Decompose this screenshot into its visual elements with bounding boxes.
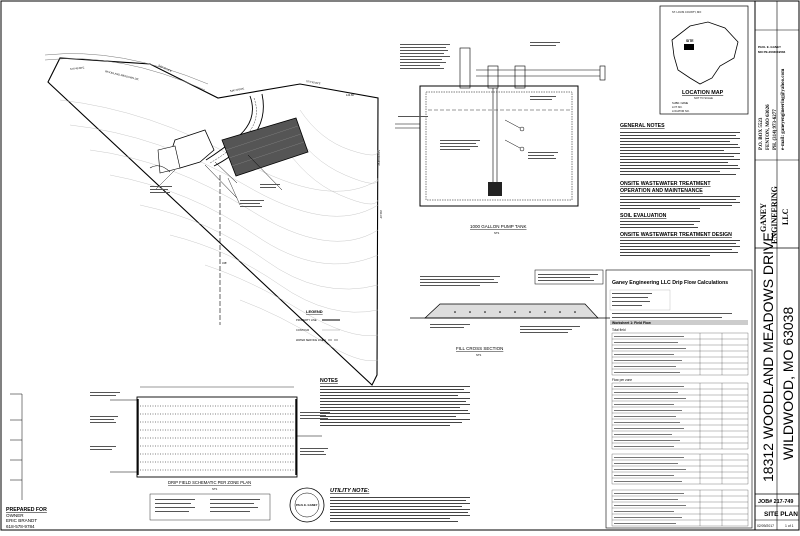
sheet-number: 1 of 1 — [785, 524, 794, 528]
legend-item: CONTOUR — [296, 328, 309, 332]
prepared-for-block: PREPARED FOR OWNER ERIC BRANDT 618-578-9… — [6, 393, 47, 529]
sheet-title: SITE PLAN — [764, 511, 798, 518]
company-name-line2: ENGINEERING — [770, 186, 779, 244]
bearing-label: N01°01'04"W — [377, 150, 381, 166]
legend-title: LEGEND — [306, 309, 323, 314]
dimension-label: 348' — [222, 261, 227, 265]
bearing-label: S44°20'09"E — [229, 86, 244, 93]
drip-flow-calculations: Ganey Engineering LLC Drip Flow Calculat… — [605, 269, 753, 529]
project-address: 18312 WOODLAND MEADOWS DRIVE — [760, 232, 776, 482]
project-city: WILDWOOD, MO 63038 — [780, 307, 796, 460]
worksheet1-label: Worksheet 1: Field Flow — [612, 321, 651, 325]
drip-field-title: DRIP FIELD SCHEMATIC PER ZONE PLAN — [168, 480, 251, 485]
dimension-label: 124.80' — [346, 93, 355, 97]
location-map-subtitle: NOT TO SCALE — [694, 96, 713, 100]
om-title: OPERATION AND MAINTENANCE — [620, 188, 703, 194]
soil-title: SOIL EVALUATION — [620, 213, 667, 219]
company-name-line1: GANEY — [759, 203, 768, 232]
bearing-label: S46°10'29"E — [158, 63, 173, 73]
dimension-label: 333.34' — [379, 210, 383, 219]
treatment-title: ONSITE WASTEWATER TREATMENT — [620, 181, 711, 187]
bearing-label: S74°45'09"E — [70, 65, 85, 71]
seal-text: PAUL E. GANEY — [296, 503, 318, 507]
company-address2: FENTON, MO 63026 — [766, 104, 771, 150]
fill-cross-section: FILL CROSS SECTION NTS — [410, 269, 610, 357]
county-label: ST. LOUIS COUNTY, MO — [672, 10, 701, 14]
owner-phone: 618-578-9784 — [6, 524, 35, 529]
general-notes-title: GENERAL NOTES — [620, 123, 665, 129]
company-name-line3: LLC — [781, 208, 790, 225]
notes-block: NOTES UTILITY NOTE: — [320, 378, 470, 522]
drip-field-scale: NTS — [212, 487, 217, 491]
engineer-pe: MO PE-2003019584 — [758, 50, 786, 54]
location-map: ST. LOUIS COUNTY, MO SITE LOCATION MAP N… — [659, 5, 749, 115]
site-label: SITE — [686, 39, 694, 43]
sheet-date: 02/09/2017 — [757, 524, 774, 528]
drip-field-schematic: DRIP FIELD SCHEMATIC PER ZONE PLAN NTS — [90, 386, 330, 521]
legend-item: PROPERTY LINE — [296, 318, 317, 322]
fill-section-scale: NTS — [476, 353, 481, 357]
company-phone: PH. (314) 973-6277 — [773, 109, 778, 150]
calc-title: Ganey Engineering LLC Drip Flow Calculat… — [612, 280, 728, 286]
company-email: e-mail: ganeyengineering@yahoo.com — [781, 68, 786, 150]
location-note: SUBD. NAME — [672, 101, 688, 105]
general-notes: GENERAL NOTES ONSITE WASTEWATER TREATMEN… — [620, 123, 740, 256]
utility-note-title: UTILITY NOTE: — [330, 488, 369, 494]
location-note: LOT NO. — [672, 105, 683, 109]
flow-per-zone-label: Flow per zone — [612, 378, 632, 382]
notes-title: NOTES — [320, 378, 338, 384]
owner-role: OWNER — [6, 513, 24, 518]
pump-tank-title: 1000 GALLON PUMP TANK — [470, 224, 527, 229]
owner-name: ERIC BRANDT — [6, 518, 37, 523]
legend-item: WATER SERVICE LINE — [296, 338, 324, 342]
pump-tank-detail: 1000 GALLON PUMP TANK NTS — [395, 42, 606, 235]
location-note: LOCATOR NO. — [672, 109, 690, 113]
design-title: ONSITE WASTEWATER TREATMENT DESIGN — [620, 232, 732, 238]
title-block: PAUL E. GANEY MO PE-2003019584 P.O. BOX … — [755, 29, 799, 528]
prepared-for-label: PREPARED FOR — [6, 507, 47, 513]
fill-section-title: FILL CROSS SECTION — [456, 346, 503, 351]
bearing-label: S74°45'09"E — [306, 79, 321, 86]
location-map-title: LOCATION MAP — [682, 90, 724, 96]
company-address1: P.O. BOX 5523 — [759, 117, 764, 150]
job-number: JOB# 217-749 — [758, 499, 793, 505]
pump-tank-scale: NTS — [494, 231, 499, 235]
total-field-label: Total field — [612, 328, 626, 332]
engineer-name: PAUL E. GANEY — [758, 45, 781, 49]
site-plan: WOODLAND MEADOWS DR. S74°45'09"E S46°10'… — [44, 53, 383, 386]
engineer-seal: PAUL E. GANEY — [289, 487, 325, 523]
